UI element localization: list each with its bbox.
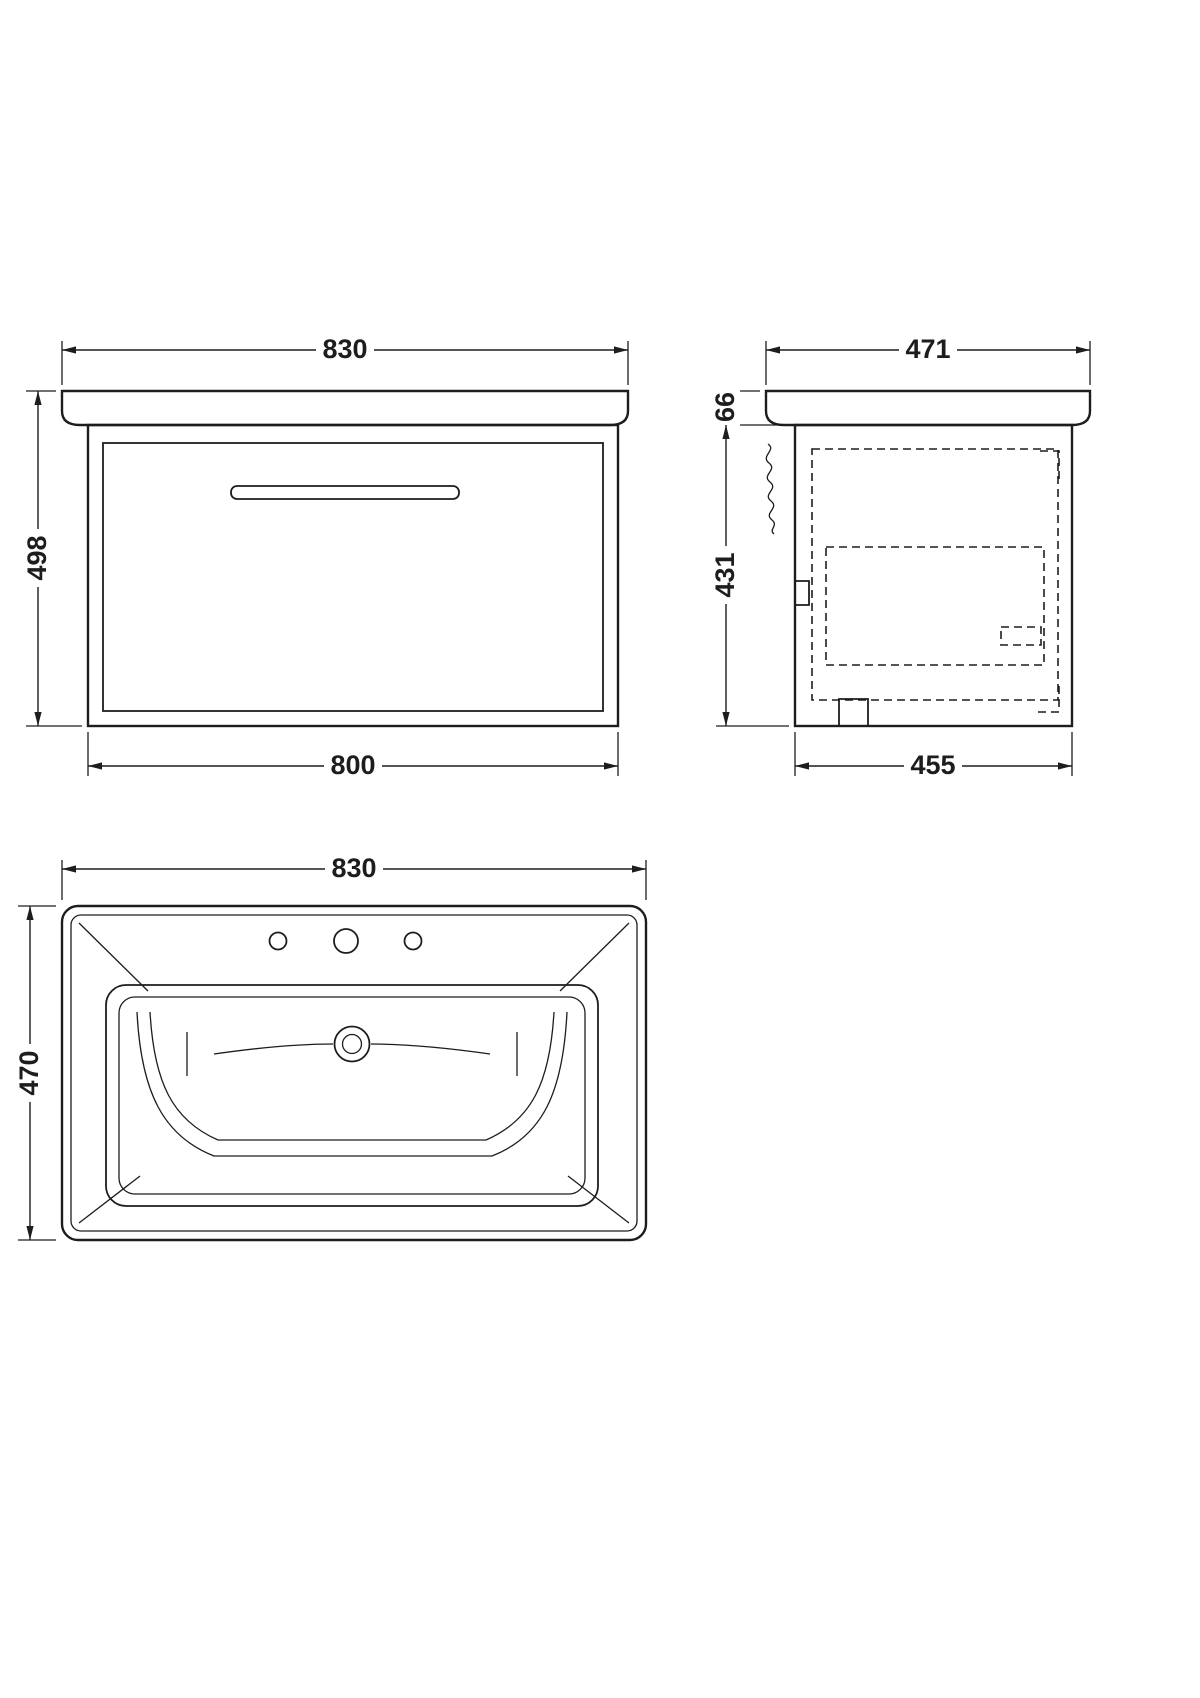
- side-lip-height-dim-label: 66: [710, 387, 740, 427]
- side-carcass-depth-label: 455: [910, 750, 955, 780]
- dim-label-bg: [16, 1044, 44, 1102]
- front-carcass-width-label: 800: [330, 750, 375, 780]
- plan-bowl-outer-edge: [105, 984, 599, 1207]
- side-cabinet-height-label: 431: [710, 552, 740, 597]
- plan-depth-dim-label: 470: [14, 1044, 44, 1102]
- plan-width-label: 830: [331, 853, 376, 883]
- dim-label-bg: [712, 546, 740, 604]
- dim-label-bg: [24, 529, 52, 587]
- side-bottom-notch-detail: [838, 698, 869, 726]
- side-bracket-bottom-hidden: [1038, 686, 1060, 713]
- side-left-step-detail: [795, 580, 810, 606]
- side-cabinet-height-dim-label: 431: [710, 546, 740, 604]
- front-drawer-handle: [230, 485, 460, 500]
- side-cabinet-outline: [793, 423, 1074, 728]
- side-drawer-runner-hidden: [825, 546, 1045, 666]
- side-handle-block-hidden: [1000, 626, 1042, 646]
- plan-corner-diagonal-bl: [78, 1175, 141, 1224]
- front-cabinet-outline: [86, 423, 620, 728]
- side-lip-height-label: 66: [710, 392, 740, 422]
- plan-corner-diagonal-tr: [559, 922, 630, 992]
- plan-drain-slope-left: [213, 1043, 334, 1055]
- side-countertop-outline: [764, 389, 1092, 427]
- front-countertop-outline: [60, 389, 630, 427]
- side-view: 471 66 431 455: [710, 334, 1092, 780]
- plan-bowl-inner-edge: [118, 996, 586, 1195]
- dim-label-bg: [324, 752, 382, 780]
- plan-bowl-sweep-outer: [136, 1011, 568, 1157]
- plan-basin-outer-rim: [60, 904, 648, 1242]
- plan-tap-hole-right: [403, 931, 423, 951]
- plan-tap-hole-center: [333, 928, 359, 954]
- side-drawer-box-hidden: [811, 448, 1059, 701]
- dim-label-bg: [712, 387, 740, 427]
- front-view: 830 498 800: [22, 334, 630, 780]
- plan-depth-label: 470: [14, 1050, 44, 1095]
- plan-tap-hole-left: [268, 931, 288, 951]
- dim-label-bg: [316, 336, 374, 364]
- front-top-width-label: 830: [322, 334, 367, 364]
- dim-label-bg: [899, 336, 957, 364]
- plan-corner-diagonal-tl: [78, 922, 149, 992]
- plan-drain-inner: [341, 1033, 363, 1055]
- front-height-label: 498: [22, 535, 52, 580]
- side-top-depth-label: 471: [905, 334, 950, 364]
- plan-corner-diagonal-br: [567, 1175, 630, 1224]
- plan-basin-inner-rim: [70, 914, 638, 1232]
- side-chain-squiggle: [765, 443, 776, 535]
- dim-label-bg: [904, 752, 962, 780]
- front-height-dim-label: 498: [22, 529, 52, 587]
- plan-view: 830 470: [14, 853, 648, 1242]
- front-drawer-front: [102, 442, 604, 712]
- plan-bowl-sweep-inner: [149, 1011, 555, 1141]
- dim-label-bg: [325, 855, 383, 883]
- plan-drain-slope-right: [370, 1043, 491, 1055]
- side-bracket-top-hidden: [1040, 450, 1060, 481]
- plan-drain-outer: [333, 1025, 371, 1063]
